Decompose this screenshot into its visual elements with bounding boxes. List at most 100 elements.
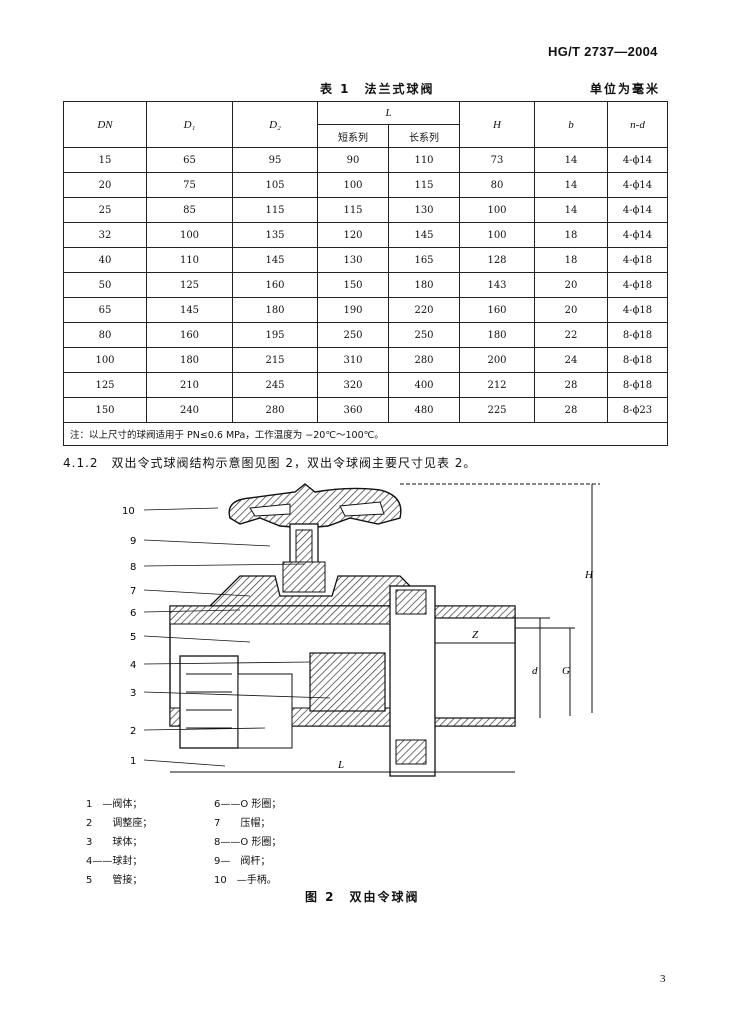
col-header-l: L	[317, 101, 460, 125]
table-cell: 160	[459, 297, 535, 323]
dim-label-h: H	[584, 569, 594, 581]
callout-number: 9	[130, 536, 136, 547]
dim-label-l: L	[337, 759, 344, 771]
table-cell: 8-ϕ18	[607, 347, 668, 373]
table-cell: 15	[63, 147, 147, 173]
table-cell: 4-ϕ14	[607, 197, 668, 223]
table-unit: 单位为毫米	[590, 82, 661, 96]
table-cell: 80	[459, 172, 535, 198]
dim-label-z: Z	[472, 629, 479, 641]
page-number: 3	[660, 973, 666, 985]
legend-item: 3 球体；	[86, 837, 143, 848]
table-cell: 200	[459, 347, 535, 373]
table-cell: 4-ϕ18	[607, 247, 668, 273]
table-cell: 28	[534, 372, 608, 398]
table-cell: 24	[534, 347, 608, 373]
table-cell: 18	[534, 247, 608, 273]
table-cell: 115	[388, 172, 460, 198]
callout-number: 5	[130, 632, 136, 643]
table-cell: 40	[63, 247, 147, 273]
table-cell: 100	[63, 347, 147, 373]
table-cell: 14	[534, 172, 608, 198]
legend-item: 4——球封；	[86, 856, 143, 867]
callout-leader	[143, 589, 251, 597]
table-cell: 180	[388, 272, 460, 298]
dim-label-d: d	[532, 665, 538, 677]
table-cell: 32	[63, 222, 147, 248]
table-cell: 100	[459, 222, 535, 248]
table-cell: 4-ϕ14	[607, 222, 668, 248]
table-cell: 130	[388, 197, 460, 223]
table-cell: 125	[63, 372, 147, 398]
table-cell: 225	[459, 397, 535, 423]
table-cell: 22	[534, 322, 608, 348]
figure-caption: 图 2 双由令球阀	[305, 890, 420, 904]
table-cell: 190	[317, 297, 389, 323]
table-cell: 245	[232, 372, 318, 398]
callout-number: 6	[130, 608, 136, 619]
table-cell: 480	[388, 397, 460, 423]
callout-leader	[143, 609, 241, 613]
legend-left: 1 —阀体；2 调整座；3 球体；4——球封；5 管接；	[86, 795, 152, 890]
table-cell: 212	[459, 372, 535, 398]
table-cell: 20	[534, 297, 608, 323]
table-cell: 145	[146, 297, 233, 323]
col-header-l-long: 长系列	[388, 124, 460, 148]
table-cell: 128	[459, 247, 535, 273]
callout-number: 10	[122, 506, 135, 517]
table-cell: 85	[146, 197, 233, 223]
table-cell: 4-ϕ14	[607, 172, 668, 198]
callout-leader	[143, 635, 251, 643]
legend-item: 2 调整座；	[86, 818, 153, 829]
table-cell: 50	[63, 272, 147, 298]
table-cell: 280	[388, 347, 460, 373]
table-cell: 110	[146, 247, 233, 273]
table-cell: 180	[232, 297, 318, 323]
callout-leader	[143, 661, 311, 665]
callout-leader	[143, 507, 219, 511]
legend-item: 7 压帽；	[214, 818, 271, 829]
table-cell: 20	[63, 172, 147, 198]
callout-number: 3	[130, 688, 136, 699]
table-cell: 150	[63, 397, 147, 423]
table-cell: 4-ϕ14	[607, 147, 668, 173]
col-header-h: H	[459, 101, 535, 148]
callout-number: 1	[130, 756, 136, 767]
table-cell: 14	[534, 197, 608, 223]
table-cell: 100	[317, 172, 389, 198]
table-cell: 105	[232, 172, 318, 198]
table-cell: 73	[459, 147, 535, 173]
legend-item: 10 —手柄。	[214, 875, 277, 886]
table-cell: 280	[232, 397, 318, 423]
table-cell: 320	[317, 372, 389, 398]
table-cell: 145	[388, 222, 460, 248]
legend-item: 5 管接；	[86, 875, 143, 886]
pipe-connector-right	[434, 617, 516, 719]
table-cell: 135	[232, 222, 318, 248]
col-header-l-short: 短系列	[317, 124, 389, 148]
union-nut-left	[179, 655, 239, 749]
section-paragraph: 4.1.2 双出令式球阀结构示意图见图 2，双出令球阀主要尺寸见表 2。	[63, 456, 477, 470]
table-cell: 160	[232, 272, 318, 298]
col-header-d2: D₂	[232, 101, 318, 148]
table-cell: 215	[232, 347, 318, 373]
table-cell: 165	[388, 247, 460, 273]
col-header-d1: D₁	[146, 101, 233, 148]
table-cell: 180	[146, 347, 233, 373]
table-cell: 28	[534, 397, 608, 423]
callout-number: 2	[130, 726, 136, 737]
table-cell: 130	[317, 247, 389, 273]
legend-item: 8——O 形圈；	[214, 837, 282, 848]
table-cell: 65	[63, 297, 147, 323]
